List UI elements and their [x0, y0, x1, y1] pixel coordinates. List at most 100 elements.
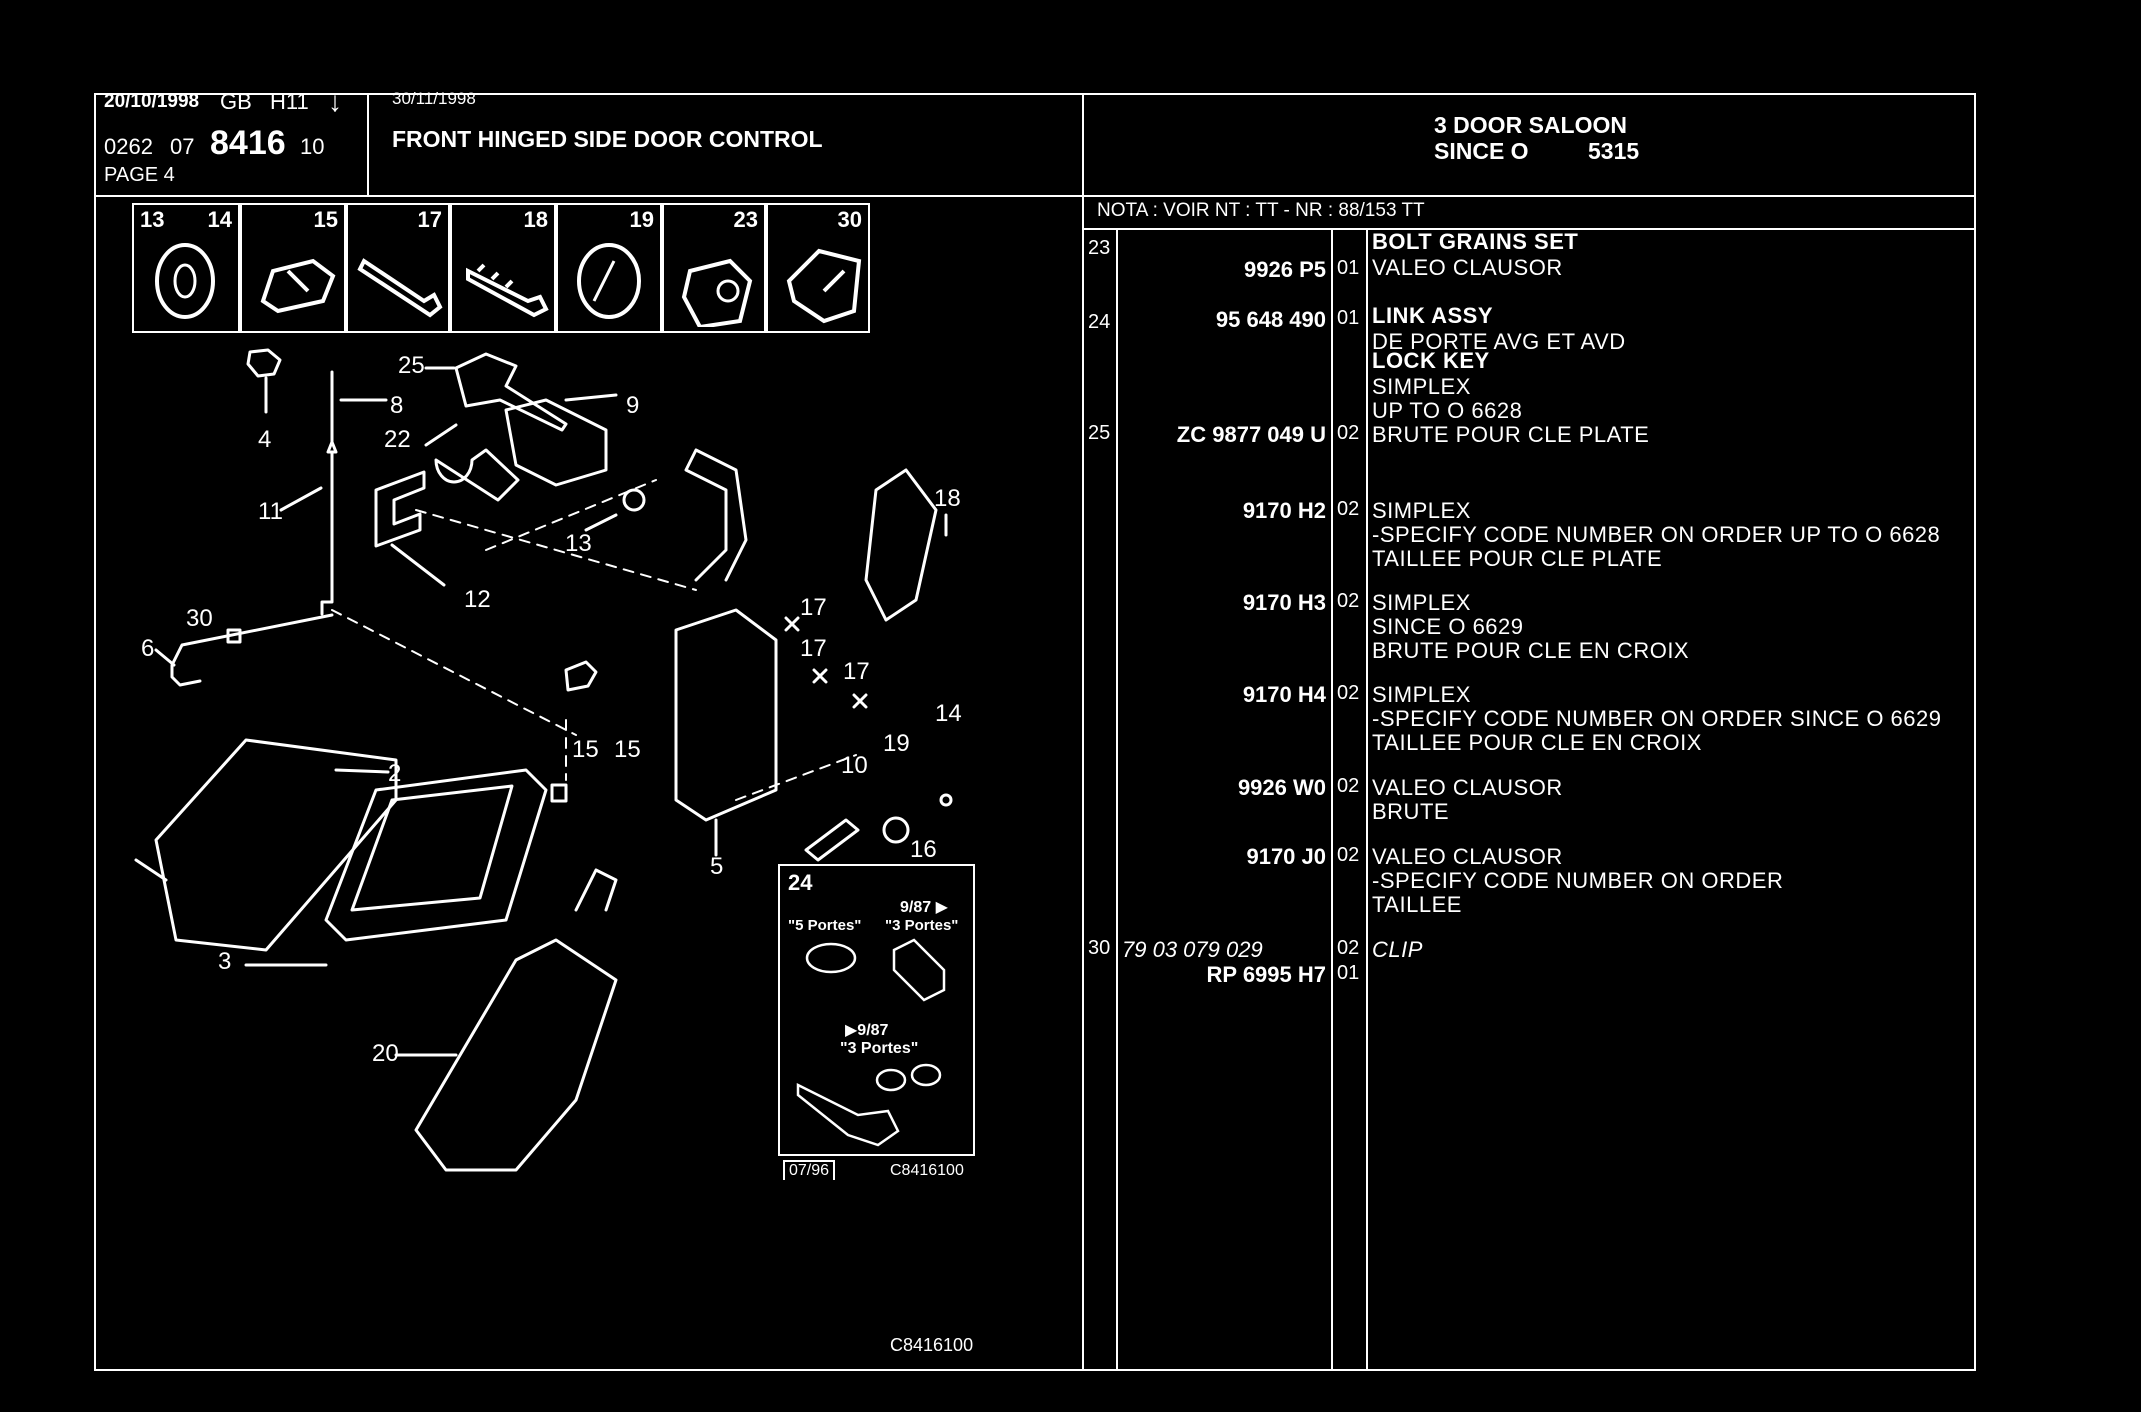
header-code: H11 [270, 89, 309, 114]
part-3-bezel-shape [324, 768, 548, 942]
callout-16: 16 [910, 836, 937, 863]
callout-18: 18 [934, 485, 961, 512]
row-description-line: SIMPLEX [1372, 374, 1471, 399]
row-part-number: 95 648 490 [1215, 307, 1326, 332]
dashed-leaders [331, 479, 857, 801]
callout-3: 3 [218, 948, 232, 975]
inset-label-c: "3 Portes" [885, 917, 959, 934]
leader-2 [334, 768, 390, 774]
thumbnail-number: 23 [733, 207, 758, 232]
row-quantity: 02 [1337, 590, 1360, 612]
row-part-number: 9926 P5 [1244, 257, 1326, 282]
row-description-line: VALEO CLAUSOR [1372, 255, 1563, 280]
washer-icon [140, 231, 232, 332]
nota-text: NOTA : VOIR NT : TT - NR : 88/153 TT [1097, 200, 1425, 221]
doc-num2: 10 [300, 134, 325, 159]
page-frame [94, 93, 1976, 1371]
row-description-line: SIMPLEX [1372, 590, 1471, 615]
inset-label-b: "5 Portes" [788, 917, 862, 934]
callout-15: 15 [614, 736, 641, 763]
thumbnail-number: 17 [417, 207, 442, 232]
row-description-line: TAILLEE POUR CLE EN CROIX [1372, 730, 1702, 755]
part-6-rod-shape [170, 613, 334, 687]
callout-17: 17 [800, 635, 827, 662]
thumbnail-number: 19 [629, 207, 654, 232]
thumbnail-number: 14 [207, 207, 232, 232]
callout-11: 11 [258, 498, 283, 525]
inset-label-a: 9/87 ▶ [900, 899, 948, 916]
row-part-number: 9170 H3 [1242, 590, 1326, 615]
callout-20: 20 [372, 1040, 399, 1067]
row-part-number: 79 03 079 029 [1122, 937, 1263, 962]
row-quantity: 01 [1337, 307, 1360, 329]
doc-num-big: 8416 [210, 124, 286, 162]
header-date1: 20/10/1998 [104, 91, 200, 112]
inset-frame [778, 864, 975, 1156]
row-quantity: 02 [1337, 422, 1360, 444]
page-title: FRONT HINGED SIDE DOOR CONTROL [392, 126, 823, 152]
doc-num1: 07 [170, 134, 195, 159]
inset-washer-a-shape [875, 1068, 907, 1092]
part-12-bracket-shape [374, 470, 426, 548]
self-tapping-screw-icon [458, 231, 550, 332]
leader-11 [279, 486, 323, 512]
leader-9 [564, 393, 618, 402]
callout-10: 10 [841, 752, 868, 779]
inset-link-3portes-shape [892, 938, 946, 1002]
thumbnail-number: 13 [140, 207, 165, 232]
thumbnail-number: 30 [837, 207, 862, 232]
header-arrow: ↓ [328, 86, 342, 117]
callout-9: 9 [626, 392, 640, 419]
thumbnail-19: 19 [556, 203, 662, 333]
callout-22: 22 [384, 426, 411, 453]
part-30-clip-shape [226, 628, 242, 644]
nota-bottom-line [1082, 228, 1976, 230]
callout-5: 5 [710, 853, 724, 880]
screw-icon [354, 231, 446, 332]
callout-14: 14 [935, 700, 962, 727]
row-description-line: -SPECIFY CODE NUMBER ON ORDER UP TO O 66… [1372, 522, 1941, 547]
callout-19: 19 [883, 730, 910, 757]
inset-label-e: "3 Portes" [840, 1040, 919, 1057]
row-description-line: BRUTE [1372, 799, 1450, 824]
part-19-ring-shape [882, 816, 910, 844]
main-vertical-divider [1082, 93, 1084, 1371]
row-description-line: SINCE O 6629 [1372, 614, 1524, 639]
model-since-value: 5315 [1588, 138, 1640, 164]
leader-13 [584, 513, 618, 532]
row-quantity: 01 [1337, 962, 1360, 984]
model-since-label: SINCE O [1434, 138, 1529, 164]
part-14-dot-shape [939, 793, 953, 807]
callout-17: 17 [800, 594, 827, 621]
part-5-lock-body-shape [674, 448, 778, 822]
diagram-footer-ref: C8416100 [890, 1335, 974, 1355]
callout-4: 4 [258, 426, 272, 453]
row-description-line: TAILLEE [1372, 892, 1462, 917]
cup-washer-icon [564, 231, 656, 332]
thumbnail-17: 17 [346, 203, 450, 333]
thumbnail-18: 18 [450, 203, 556, 333]
row-description-line: BRUTE POUR CLE EN CROIX [1372, 638, 1690, 663]
callout-30: 30 [186, 605, 213, 632]
part-17-screw-marks [784, 616, 868, 709]
part-15b-clip-shape [550, 783, 568, 803]
row-description-line: -SPECIFY CODE NUMBER ON ORDER [1372, 868, 1784, 893]
inset-ref: C8416100 [890, 1162, 964, 1179]
row-description-line: VALEO CLAUSOR [1372, 844, 1563, 869]
doc-prefix: 0262 [104, 134, 153, 159]
row-description-line: UP TO O 6628 [1372, 398, 1523, 423]
part-8-rod-shape [320, 370, 338, 616]
part-22-barrel-shape [434, 448, 520, 502]
part-13-washer-shape [622, 488, 646, 512]
column-divider-qty [1366, 228, 1368, 1371]
thumbnail-number: 15 [313, 207, 338, 232]
row-part-number: 9170 J0 [1246, 844, 1326, 869]
row-description-line: LINK ASSY [1372, 303, 1494, 328]
leader-12 [390, 543, 446, 587]
part-4-clip-shape [246, 348, 282, 378]
row-quantity: 02 [1337, 682, 1360, 704]
row-description-line: SIMPLEX [1372, 682, 1471, 707]
inset-link-5portes-shape [805, 942, 857, 974]
row-quantity: 01 [1337, 257, 1360, 279]
column-divider-part [1331, 228, 1333, 1371]
